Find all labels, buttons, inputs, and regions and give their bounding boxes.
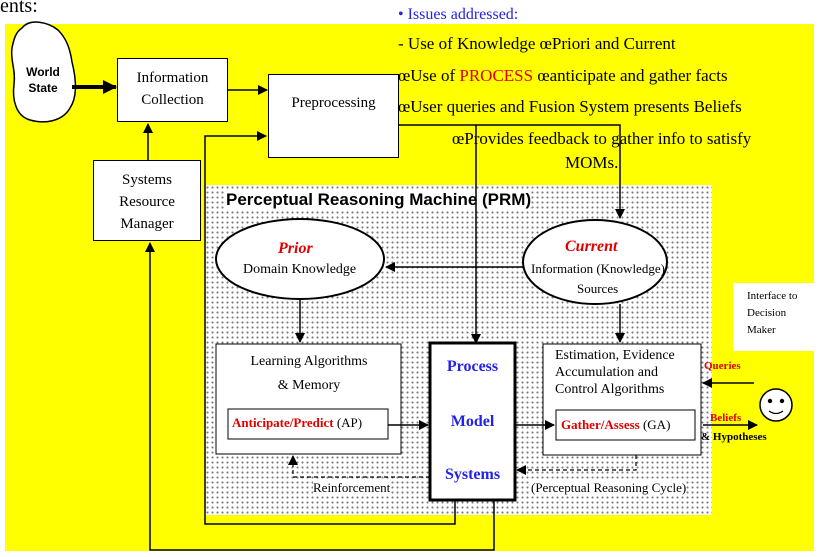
cut-off-top-text: ents: xyxy=(0,0,38,12)
hypotheses-label: & Hypotheses xyxy=(701,431,767,443)
systems-label: Systems xyxy=(444,466,501,483)
issue-line-process-pre: œUse of xyxy=(398,66,460,85)
preprocessing-label: Preprocessing xyxy=(291,95,376,111)
reinforcement-label: Reinforcement xyxy=(313,480,391,496)
estimation-line3: Control Algorithms xyxy=(555,382,665,397)
systems-resource-manager-box: Systems Resource Manager xyxy=(93,160,201,241)
interface-line1: Interface to xyxy=(747,290,798,302)
current-subtitle-line1: Information (Knowledge) xyxy=(531,261,665,276)
world-state-line2: State xyxy=(28,81,58,95)
issues-heading: • Issues addressed: xyxy=(398,6,519,23)
anticipate-predict-label: Anticipate/Predict (AP) xyxy=(232,415,362,431)
learning-line1: Learning Algorithms xyxy=(250,354,368,369)
information-collection-line1: Information xyxy=(136,70,209,86)
estimation-label: Estimation, Evidence Accumulation and Co… xyxy=(555,347,675,398)
prior-title: Prior xyxy=(278,240,313,257)
resource-manager-line2: Resource xyxy=(119,194,175,210)
ga-name: Gather/Assess xyxy=(561,417,640,432)
interface-line2: Decision xyxy=(747,307,787,319)
issue-line-queries: œUser queries and Fusion System presents… xyxy=(398,97,742,116)
interface-label: Interface to Decision Maker xyxy=(747,288,797,339)
current-title: Current xyxy=(565,238,618,255)
gather-assess-label: Gather/Assess (GA) xyxy=(561,417,670,433)
ga-abbr: (GA) xyxy=(639,417,671,432)
resource-manager-line3: Manager xyxy=(120,216,174,232)
learning-line2: & Memory xyxy=(277,378,341,393)
ap-abbr: (AP) xyxy=(333,415,363,430)
beliefs-label: Beliefs xyxy=(710,412,742,424)
estimation-line1: Estimation, Evidence xyxy=(555,348,675,363)
world-state-label: World State xyxy=(20,64,66,96)
estimation-line2: Accumulation and xyxy=(555,365,659,380)
issue-line-feedback: œProvides feedback to gather info to sat… xyxy=(452,129,752,148)
interface-line3: Maker xyxy=(747,324,776,336)
issue-line-process-highlight: PROCESS xyxy=(459,66,534,85)
information-collection-box: Information Collection xyxy=(117,58,228,122)
issue-line-process-post: œanticipate and gather facts xyxy=(533,66,728,85)
current-subtitle-line2: Sources xyxy=(577,281,619,296)
process-label: Process xyxy=(446,358,499,375)
issue-line-process: œUse of PROCESS œanticipate and gather f… xyxy=(398,66,728,86)
queries-label: Queries xyxy=(704,360,741,372)
issue-line-knowledge: - Use of Knowledge œPriori and Current xyxy=(398,34,676,53)
prior-subtitle: Domain Knowledge xyxy=(243,262,357,277)
preprocessing-box: Preprocessing xyxy=(268,74,399,158)
ap-name: Anticipate/Predict xyxy=(232,415,334,430)
world-state-line1: World xyxy=(26,65,60,79)
information-collection-line2: Collection xyxy=(141,92,204,108)
reasoning-cycle-label: (Perceptual Reasoning Cycle) xyxy=(531,480,687,496)
prm-title: Perceptual Reasoning Machine (PRM) xyxy=(226,190,532,210)
resource-manager-line1: Systems xyxy=(121,172,172,188)
issue-line-moms: MOMs. xyxy=(565,153,619,172)
model-label: Model xyxy=(450,413,495,430)
learning-label: Learning Algorithms & Memory xyxy=(240,350,378,398)
